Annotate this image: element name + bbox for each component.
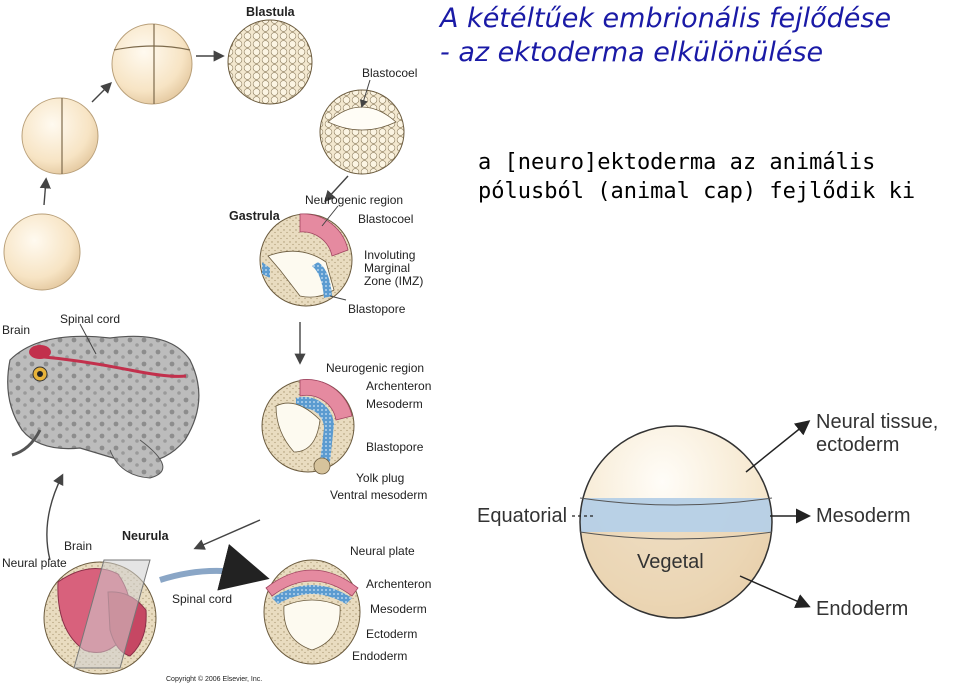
slide-title: A kétéltűek embrionális fejlődése - az e…	[440, 2, 955, 70]
neurula-embryo	[43, 559, 157, 675]
label-endoderm: Endoderm	[352, 649, 408, 663]
adult-frog	[7, 335, 200, 479]
label-mesoderm: Mesoderm	[816, 505, 911, 527]
label-endoderm-sphere: Endoderm	[816, 598, 909, 620]
title-line-1: A kétéltűek embrionális fejlődése	[440, 3, 892, 34]
label-gastrula: Gastrula	[229, 209, 280, 223]
label-mesoderm-1: Mesoderm	[366, 397, 423, 411]
arrow-blastocoel	[359, 79, 371, 108]
label-blastocoel-2: Blastocoel	[358, 212, 414, 226]
label-neural-tissue-1: Neural tissue,	[816, 411, 939, 433]
subtitle-line-1: a [neuro]ektoderma az animális	[478, 150, 876, 175]
four-cell-egg	[111, 23, 193, 105]
gastrula-embryo	[259, 213, 353, 307]
label-archenteron-2: Archenteron	[366, 577, 432, 591]
label-involuting-3: Zone (IMZ)	[364, 274, 424, 288]
blastula-embryo	[227, 19, 313, 105]
arrow-neural-tissue	[745, 420, 811, 473]
label-neural-tissue-2: ectoderm	[816, 434, 900, 456]
neurula-section	[263, 559, 361, 665]
label-ectoderm: Ectoderm	[366, 627, 418, 641]
arrow-neurula-to-section	[159, 543, 270, 591]
two-cell-egg	[21, 97, 99, 175]
arrow-gastrula-neurogenic	[321, 205, 339, 227]
label-involuting-1: Involuting	[364, 248, 416, 262]
label-mesoderm-2: Mesoderm	[370, 602, 427, 616]
subtitle-line-2: pólusból (animal cap) fejlődik ki	[478, 179, 916, 204]
development-diagram	[3, 19, 405, 675]
label-brain: Brain	[2, 323, 31, 337]
late-gastrula-embryo	[261, 379, 355, 475]
label-neurula: Neurula	[122, 529, 169, 543]
arrow-1-to-2	[39, 177, 51, 206]
arrow-to-neurula	[193, 519, 261, 550]
blastula-section	[319, 89, 405, 175]
label-involuting-2: Marginal	[364, 261, 411, 275]
arrow-gastrula-blastopore	[329, 295, 347, 301]
label-brain-2: Brain	[64, 539, 93, 553]
label-neurogenic-region-2: Neurogenic region	[326, 361, 425, 375]
arrow-spinal-cord	[79, 323, 97, 355]
egg-fate-diagram	[572, 420, 811, 619]
label-neural-plate-left: Neural plate	[2, 556, 67, 570]
arrow-2-to-4	[91, 82, 112, 103]
label-ventral-mesoderm: Ventral mesoderm	[330, 488, 428, 502]
label-blastula: Blastula	[246, 5, 295, 19]
arrow-neurula-to-frog	[46, 473, 64, 561]
slide-subtitle: a [neuro]ektoderma az animális pólusból …	[478, 148, 948, 206]
copyright-notice: Copyright © 2006 Elsevier, Inc.	[166, 676, 263, 683]
label-neurogenic-region-1: Neurogenic region	[305, 193, 404, 207]
label-blastocoel-top: Blastocoel	[362, 66, 418, 80]
label-blastopore-1: Blastopore	[348, 302, 406, 316]
arrow-endoderm	[739, 575, 811, 609]
label-equatorial: Equatorial	[477, 505, 568, 527]
title-line-2: - az ektoderma elkülönülése	[440, 37, 824, 68]
label-archenteron-1: Archenteron	[366, 379, 432, 393]
one-cell-egg	[3, 213, 81, 291]
arrow-to-gastrula	[324, 175, 349, 203]
label-vegetal: Vegetal	[637, 551, 704, 573]
label-neural-plate-right: Neural plate	[350, 544, 415, 558]
label-yolk-plug: Yolk plug	[356, 471, 405, 485]
label-spinal-cord-2: Spinal cord	[172, 592, 233, 606]
label-spinal-cord: Spinal cord	[60, 312, 121, 326]
label-blastopore-2: Blastopore	[366, 440, 424, 454]
